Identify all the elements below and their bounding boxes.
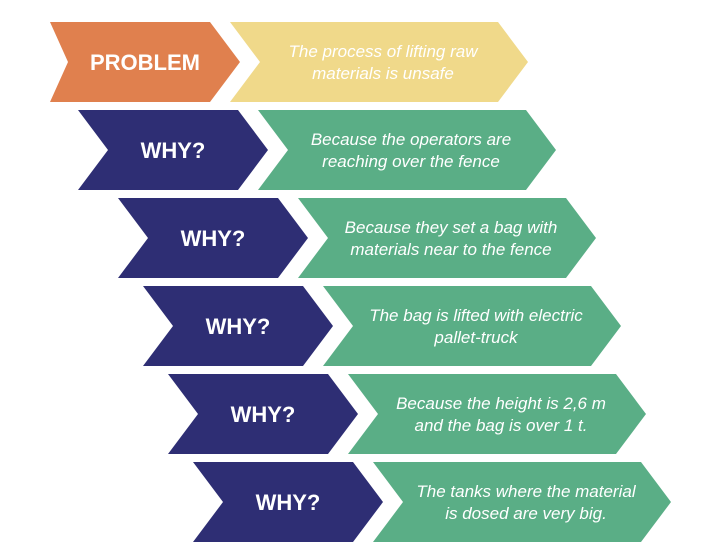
- problem-label: PROBLEM: [90, 50, 200, 75]
- why-text-line-2: and the bag is over 1 t.: [415, 416, 588, 435]
- why-label-chevron: [143, 286, 333, 366]
- why-label-chevron: [118, 198, 308, 278]
- why-text-line-2: materials near to the fence: [350, 240, 551, 259]
- why-text-line-2: is dosed are very big.: [445, 504, 607, 523]
- why-body-chevron: [348, 374, 646, 454]
- why-row-2: WHY? Because they set a bag with materials…: [118, 198, 596, 278]
- why-label: WHY?: [181, 226, 246, 251]
- why-body-chevron: [258, 110, 556, 190]
- problem-text-line-2: materials is unsafe: [312, 64, 454, 83]
- why-label: WHY?: [231, 402, 296, 427]
- why-label-chevron: [193, 462, 383, 542]
- why-body-chevron: [323, 286, 621, 366]
- why-row-5: WHY? The tanks where the material is dosed…: [193, 462, 671, 542]
- why-text-line-1: Because the height is 2,6 m: [396, 394, 606, 413]
- why-text-line-1: Because they set a bag with: [345, 218, 558, 237]
- why-text-line-1: The bag is lifted with electric: [369, 306, 583, 325]
- problem-row: PROBLEM The process of lifting raw materia…: [50, 22, 528, 102]
- why-text-line-2: reaching over the fence: [322, 152, 500, 171]
- why-row-3: WHY? The bag is lifted with electric palle…: [143, 286, 621, 366]
- why-label-chevron: [168, 374, 358, 454]
- why-label: WHY?: [206, 314, 271, 339]
- why-label: WHY?: [256, 490, 321, 515]
- problem-text-line-1: The process of lifting raw: [289, 42, 480, 61]
- why-row-4: WHY? Because the height is 2,6 m and the b…: [168, 374, 646, 454]
- why-row-1: WHY? Because the operators are reaching ov…: [78, 110, 556, 190]
- why-label: WHY?: [141, 138, 206, 163]
- problem-label-chevron: [50, 22, 240, 102]
- why-text-line-1: Because the operators are: [311, 130, 511, 149]
- why-label-chevron: [78, 110, 268, 190]
- problem-body-chevron: [230, 22, 528, 102]
- why-body-chevron: [298, 198, 596, 278]
- why-text-line-1: The tanks where the material: [416, 482, 636, 501]
- why-text-line-2: pallet-truck: [433, 328, 519, 347]
- why-body-chevron: [373, 462, 671, 542]
